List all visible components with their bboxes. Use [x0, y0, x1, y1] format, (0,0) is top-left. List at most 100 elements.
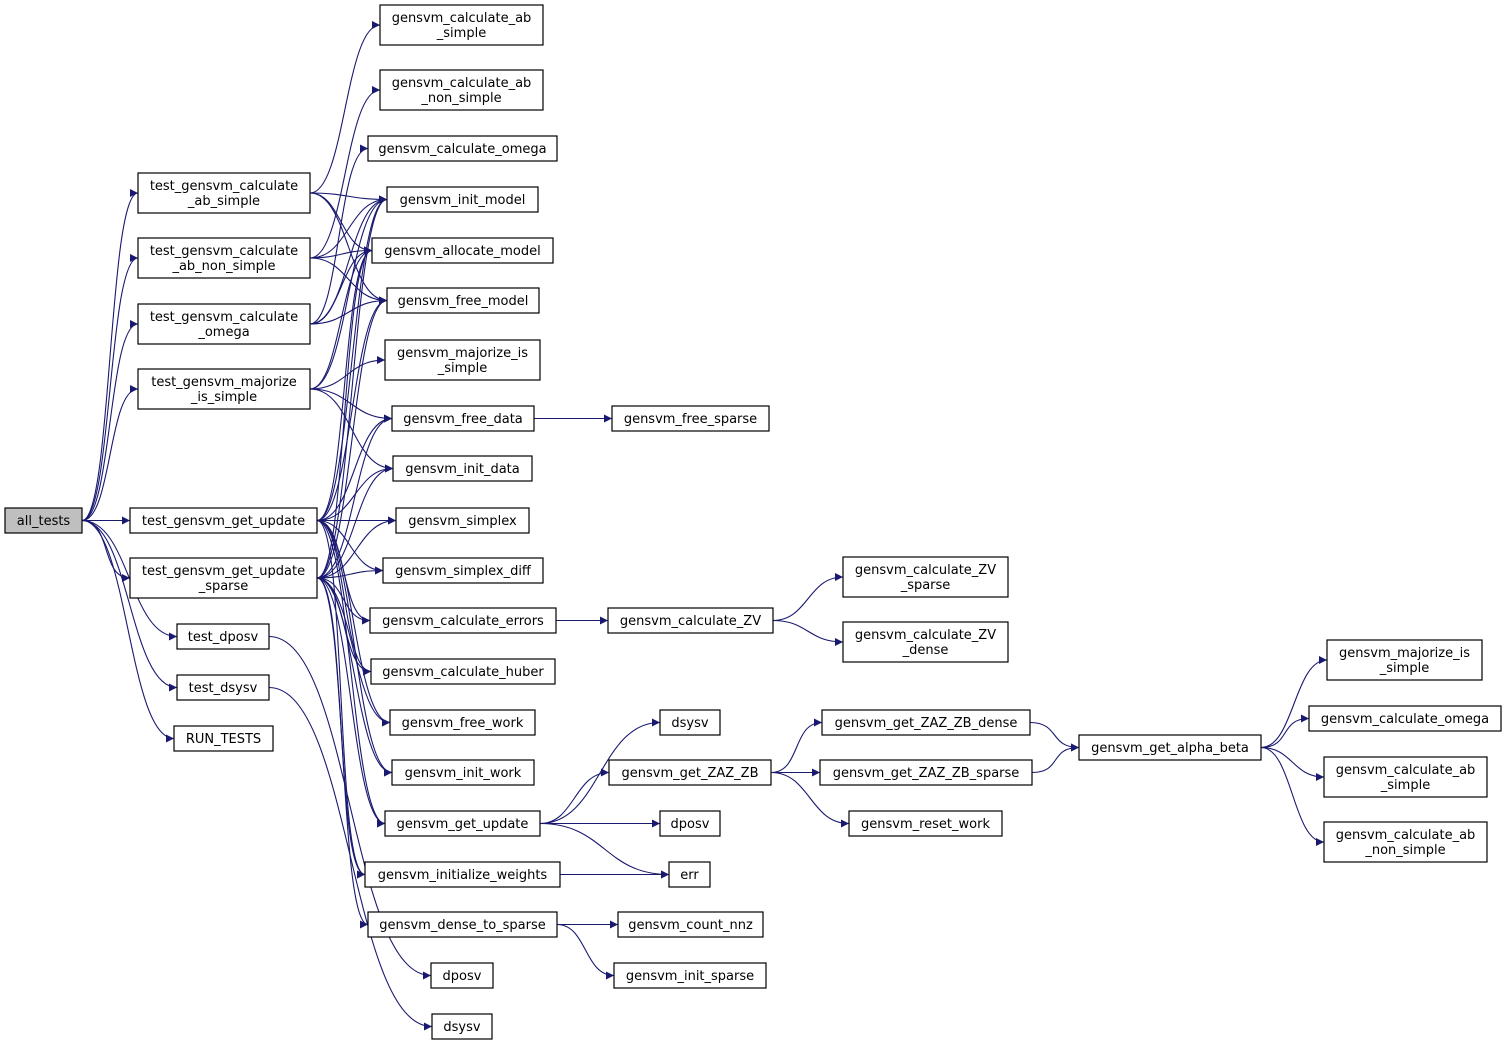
node-box[interactable] — [384, 810, 541, 837]
node-dense-to-sparse[interactable]: gensvm_dense_to_sparse — [367, 911, 558, 938]
node-box[interactable] — [1323, 821, 1488, 863]
node-box[interactable] — [819, 759, 1033, 786]
node-box[interactable] — [1326, 639, 1483, 681]
node-box[interactable] — [391, 405, 535, 432]
node-box[interactable] — [431, 1013, 493, 1040]
node-all-tests[interactable]: all_tests — [4, 507, 83, 534]
node-zaz-dense[interactable]: gensvm_get_ZAZ_ZB_dense — [821, 709, 1031, 736]
node-box[interactable] — [379, 69, 544, 111]
node-box[interactable] — [176, 674, 270, 701]
node-box[interactable] — [137, 237, 311, 279]
node-box[interactable] — [371, 237, 554, 264]
node-init-work[interactable]: gensvm_init_work — [391, 759, 535, 786]
node-box[interactable] — [382, 557, 544, 584]
node-calc-zv[interactable]: gensvm_calculate_ZV — [607, 607, 774, 634]
node-reset-work[interactable]: gensvm_reset_work — [848, 810, 1003, 837]
node-box[interactable] — [379, 4, 544, 46]
node-dsysv-r[interactable]: dsysv — [659, 709, 721, 736]
node-box[interactable] — [821, 709, 1031, 736]
node-init-weights[interactable]: gensvm_initialize_weights — [364, 861, 561, 888]
node-calc-huber[interactable]: gensvm_calculate_huber — [370, 658, 556, 685]
node-calc-ab-non-simple-r[interactable]: gensvm_calculate_ab_non_simple — [1323, 821, 1488, 863]
node-box[interactable] — [659, 709, 721, 736]
node-err[interactable]: err — [668, 861, 711, 888]
node-box[interactable] — [611, 405, 770, 432]
node-box[interactable] — [392, 455, 533, 482]
node-calc-ab-simple-top[interactable]: gensvm_calculate_ab_simple — [379, 4, 544, 46]
node-calc-ab-simple-r[interactable]: gensvm_calculate_ab_simple — [1323, 756, 1488, 798]
node-init-sparse[interactable]: gensvm_init_sparse — [613, 962, 767, 989]
node-box[interactable] — [389, 709, 536, 736]
node-box[interactable] — [608, 759, 772, 786]
node-t-get-update-sparse[interactable]: test_gensvm_get_update_sparse — [129, 557, 318, 599]
node-free-model[interactable]: gensvm_free_model — [386, 287, 540, 314]
node-dposv-mid[interactable]: dposv — [430, 962, 494, 989]
node-calc-ab-non-simple-top[interactable]: gensvm_calculate_ab_non_simple — [379, 69, 544, 111]
node-t-ab-simple[interactable]: test_gensvm_calculate_ab_simple — [137, 172, 311, 214]
node-simplex-diff[interactable]: gensvm_simplex_diff — [382, 557, 544, 584]
node-t-get-update[interactable]: test_gensvm_get_update — [129, 507, 318, 534]
node-t-majorize[interactable]: test_gensvm_majorize_is_simple — [137, 368, 311, 410]
node-box[interactable] — [137, 172, 311, 214]
node-test-dposv[interactable]: test_dposv — [176, 623, 270, 650]
node-box[interactable] — [137, 368, 311, 410]
node-box[interactable] — [173, 725, 274, 752]
node-box[interactable] — [4, 507, 83, 534]
node-init-data[interactable]: gensvm_init_data — [392, 455, 533, 482]
node-box[interactable] — [386, 287, 540, 314]
node-box[interactable] — [369, 607, 557, 634]
node-box[interactable] — [617, 911, 764, 938]
node-box[interactable] — [129, 507, 318, 534]
node-box[interactable] — [364, 861, 561, 888]
node-box[interactable] — [367, 911, 558, 938]
node-count-nnz[interactable]: gensvm_count_nnz — [617, 911, 764, 938]
node-box[interactable] — [137, 303, 311, 345]
node-get-zaz-zb[interactable]: gensvm_get_ZAZ_ZB — [608, 759, 772, 786]
node-calc-zv-dense[interactable]: gensvm_calculate_ZV_dense — [842, 621, 1009, 663]
node-box[interactable] — [668, 861, 711, 888]
node-allocate-model[interactable]: gensvm_allocate_model — [371, 237, 554, 264]
node-test-dsysv[interactable]: test_dsysv — [176, 674, 270, 701]
node-box[interactable] — [386, 186, 539, 213]
node-box[interactable] — [613, 962, 767, 989]
node-calc-zv-sparse[interactable]: gensvm_calculate_ZV_sparse — [842, 556, 1009, 598]
node-calc-omega-top[interactable]: gensvm_calculate_omega — [367, 135, 558, 162]
node-box[interactable] — [1308, 705, 1502, 732]
node-init-model[interactable]: gensvm_init_model — [386, 186, 539, 213]
node-run-tests[interactable]: RUN_TESTS — [173, 725, 274, 752]
node-label: all_tests — [17, 514, 71, 529]
node-box[interactable] — [659, 810, 721, 837]
node-free-work[interactable]: gensvm_free_work — [389, 709, 536, 736]
node-label: gensvm_calculate_ZV — [855, 563, 996, 578]
node-box[interactable] — [176, 623, 270, 650]
node-box[interactable] — [842, 556, 1009, 598]
node-box[interactable] — [430, 962, 494, 989]
node-box[interactable] — [607, 607, 774, 634]
node-box[interactable] — [370, 658, 556, 685]
node-calc-errors[interactable]: gensvm_calculate_errors — [369, 607, 557, 634]
edge-all-tests-to-t-ab-non-simple — [81, 254, 139, 522]
node-box[interactable] — [1323, 756, 1488, 798]
node-majorize-r[interactable]: gensvm_majorize_is_simple — [1326, 639, 1483, 681]
node-box[interactable] — [129, 557, 318, 599]
node-calc-omega-r[interactable]: gensvm_calculate_omega — [1308, 705, 1502, 732]
node-box[interactable] — [391, 759, 535, 786]
node-box[interactable] — [395, 507, 530, 534]
node-simplex[interactable]: gensvm_simplex — [395, 507, 530, 534]
node-box[interactable] — [842, 621, 1009, 663]
node-box[interactable] — [848, 810, 1003, 837]
node-t-ab-non-simple[interactable]: test_gensvm_calculate_ab_non_simple — [137, 237, 311, 279]
node-box[interactable] — [384, 339, 541, 381]
node-get-update[interactable]: gensvm_get_update — [384, 810, 541, 837]
node-box[interactable] — [367, 135, 558, 162]
node-box[interactable] — [1078, 734, 1262, 761]
edge-alpha-beta-to-calc-omega-r — [1260, 714, 1310, 749]
node-zaz-sparse[interactable]: gensvm_get_ZAZ_ZB_sparse — [819, 759, 1033, 786]
node-alpha-beta[interactable]: gensvm_get_alpha_beta — [1078, 734, 1262, 761]
node-dsysv-mid[interactable]: dsysv — [431, 1013, 493, 1040]
node-free-sparse[interactable]: gensvm_free_sparse — [611, 405, 770, 432]
node-majorize-top[interactable]: gensvm_majorize_is_simple — [384, 339, 541, 381]
node-free-data[interactable]: gensvm_free_data — [391, 405, 535, 432]
node-dposv-r[interactable]: dposv — [659, 810, 721, 837]
node-t-omega[interactable]: test_gensvm_calculate_omega — [137, 303, 311, 345]
